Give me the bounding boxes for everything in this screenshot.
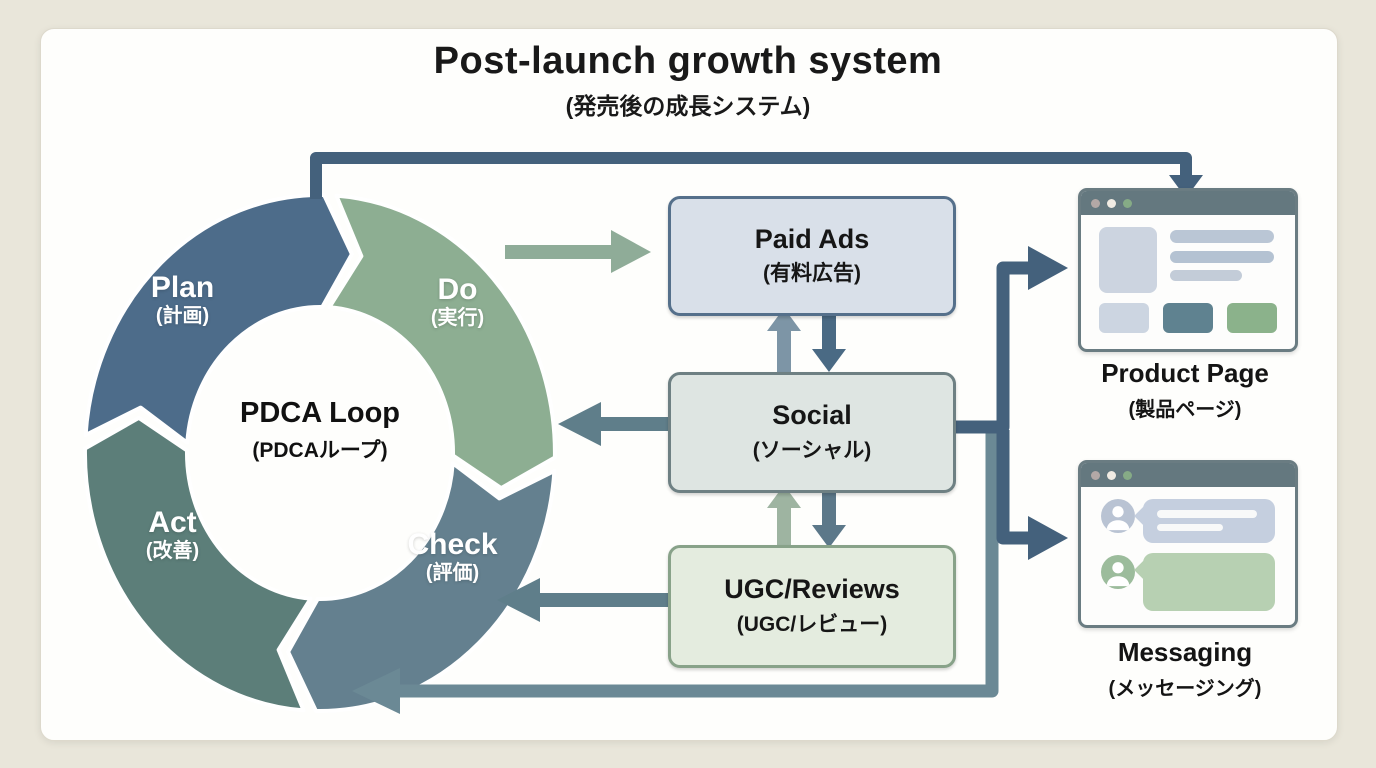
do-label-ja: (実行) [430,307,485,330]
top-loop-line [310,152,1192,199]
page-title: Post-launch growth system [433,40,943,82]
paid-ads-label-ja: (有料広告) [763,262,861,286]
social-to-paidads-up-arrow [767,308,801,373]
do-label: Do [437,273,478,306]
pdca-title: PDCA Loop [239,397,400,429]
do-to-paidads-arrow [505,230,651,273]
node-social: Social (ソーシャル) [668,372,956,493]
window-dot-1 [1091,198,1100,208]
window-dot-3 [1123,470,1132,480]
plan-label-ja: (計画) [155,305,210,328]
social-label: Social [772,400,852,431]
social-to-productpage-line [950,261,1032,434]
pdca-segment-act [82,415,313,713]
product-page-caption: Product Page (製品ページ) [1060,358,1310,422]
diagram-header: Post-launch growth system (発売後の成長システム) [288,40,1088,121]
pdca-center-label: PDCA Loop (PDCAループ) [200,397,440,464]
product-page-label-ja: (製品ページ) [1128,399,1242,421]
act-label-ja: (改善) [145,540,200,563]
node-ugc-reviews: UGC/Reviews (UGC/レビュー) [668,545,956,668]
social-label-ja: (ソーシャル) [752,438,872,462]
person-icon [1106,562,1130,587]
product-text-bar-1 [1170,230,1274,243]
ugc-to-pdca-arrow [497,578,670,622]
messaging-label: Messaging [1117,637,1253,667]
chat-bubble-1 [1143,499,1275,543]
chat-line-1 [1157,510,1257,518]
pdca-segment-do [327,193,557,491]
bottom-return-line [398,428,999,698]
product-chip-1 [1099,303,1149,333]
social-to-ugc-down-arrow [812,485,846,548]
ugc-reviews-label: UGC/Reviews [724,574,900,605]
window-dot-3 [1123,198,1132,208]
product-thumbnail [1099,227,1157,293]
chat-avatar-2 [1101,555,1135,589]
ugc-reviews-label-ja: (UGC/レビュー) [736,612,888,636]
pdca-segment-check [286,461,557,713]
product-text-bar-3 [1170,270,1242,281]
check-label: Check [407,528,498,561]
messaging-label-ja: (メッセージング) [1108,678,1262,700]
chat-avatar-1 [1101,499,1135,533]
pdca-label-plan: Plan (計画) [110,271,255,328]
pdca-loop [82,192,557,713]
chat-line-2 [1157,524,1223,531]
paidads-to-social-down-arrow [812,308,846,372]
product-chip-2 [1163,303,1213,333]
page-subtitle: (発売後の成長システム) [565,93,811,119]
product-page-label: Product Page [1101,358,1269,388]
act-label: Act [148,506,197,539]
node-paid-ads: Paid Ads (有料広告) [668,196,956,316]
social-to-pdca-arrow [558,402,670,446]
check-label-ja: (評価) [425,562,480,585]
pdca-label-act: Act (改善) [100,506,245,563]
social-to-messaging-line [996,430,1032,545]
plan-label: Plan [150,271,215,304]
window-dot-2 [1107,198,1116,208]
product-page-window [1078,188,1298,352]
window-dot-1 [1091,470,1100,480]
person-icon [1106,506,1130,531]
ugc-to-social-up-arrow [767,485,801,547]
messaging-titlebar [1081,463,1295,487]
product-chip-3 [1227,303,1277,333]
productpage-arrowhead [1028,246,1068,290]
paid-ads-label: Paid Ads [754,223,870,254]
product-page-titlebar [1081,191,1295,215]
product-text-bar-2 [1170,251,1274,263]
pdca-label-do: Do (実行) [385,273,530,330]
messaging-caption: Messaging (メッセージング) [1060,637,1310,701]
messaging-window [1078,460,1298,628]
bottom-return-arrowhead [352,668,400,714]
window-dot-2 [1107,470,1116,480]
pdca-subtitle: (PDCAループ) [252,439,388,462]
chat-bubble-2 [1143,553,1275,611]
top-loop-arrowhead [1169,175,1203,198]
pdca-label-check: Check (評価) [375,528,530,585]
messaging-arrowhead [1028,516,1068,560]
